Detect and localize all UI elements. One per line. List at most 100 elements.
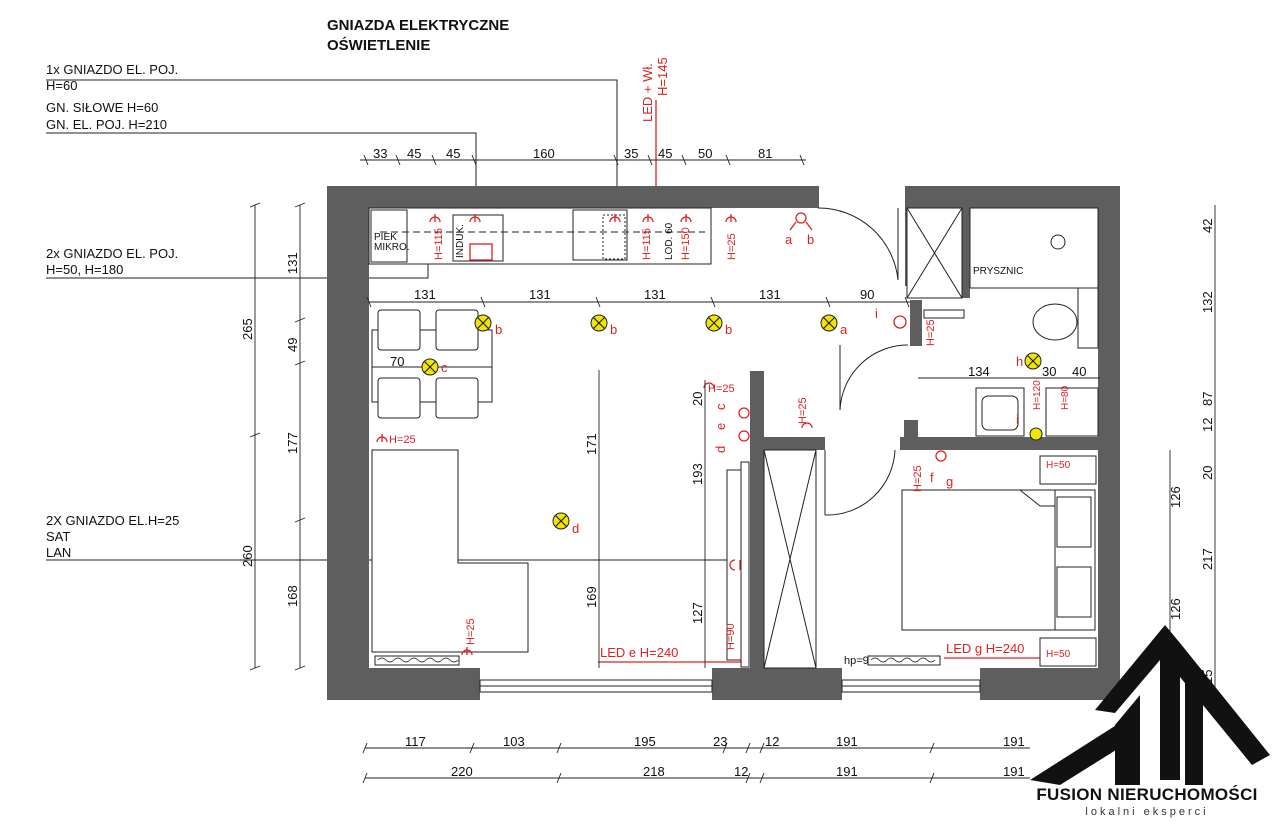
lamp-icon [820, 314, 838, 332]
switch-letter: i [875, 306, 878, 321]
dimension-right: 42 132 87 12 20 126 217 126 15 [1168, 205, 1216, 690]
tv-cabinet: H=90 [725, 449, 817, 669]
height-label: H=25 [465, 618, 477, 645]
lamp-letter: b [725, 322, 732, 337]
dim-label: 23 [713, 734, 727, 749]
lamp-letter: d [572, 521, 579, 536]
dim-label: 131 [529, 287, 551, 302]
dim-label: 45 [658, 146, 672, 161]
lamp-letter: h [1016, 354, 1023, 369]
legend-socket-single-height: H=60 [46, 78, 77, 93]
oven-label: PIEK [374, 232, 397, 243]
dim-label: 33 [373, 146, 387, 161]
lamp-icon [590, 314, 608, 332]
dim-label: 193 [690, 463, 705, 485]
dim-label: 70 [390, 354, 404, 369]
legend-socket-210: GN. EL. POJ. H=210 [46, 117, 167, 132]
lamp-icon [552, 512, 570, 530]
dim-label: 12 [1200, 418, 1215, 432]
led-g-label: LED g H=240 [946, 641, 1024, 656]
dim-label: 45 [407, 146, 421, 161]
doors [817, 207, 909, 516]
dim-label: 20 [690, 392, 705, 406]
height-label: H=50 [1046, 649, 1071, 660]
plan-title-line2: OŚWIETLENIE [327, 36, 430, 54]
dim-label: 12 [765, 734, 779, 749]
dim-label: 134 [968, 364, 990, 379]
dimension-left: 265 260 131 49 177 168 [240, 202, 306, 671]
legend-lan: LAN [46, 545, 71, 560]
height-label: H=25 [797, 397, 809, 424]
led-switch-label: LED + Wł. [640, 63, 655, 122]
led-switch-height: H=145 [655, 57, 670, 96]
dim-label: 50 [698, 146, 712, 161]
induction-label: INDUK. [455, 224, 466, 258]
lamp-letter: b [610, 322, 617, 337]
legend-tv-socket: 2X GNIAZDO EL.H=25 [46, 513, 179, 528]
brand-tagline: lokalni eksperci [1085, 806, 1209, 818]
dim-label: 90 [860, 287, 874, 302]
height-label: H=25 [726, 233, 738, 260]
dim-label: 127 [690, 602, 705, 624]
dimension-middle: 171 169 20 193 127 [584, 370, 706, 668]
dining-table: 70 [371, 309, 493, 419]
bathroom: PRYSZNIC H=120 H=80 i 134 30 40 [906, 207, 1100, 437]
dim-label: 131 [759, 287, 781, 302]
windows [479, 679, 981, 693]
switch-letter: f [930, 470, 934, 485]
height-label: H=25 [389, 434, 416, 446]
switch-letter: i [1016, 412, 1019, 427]
dim-label: 218 [643, 764, 665, 779]
dimension-top: 33 45 45 160 35 45 50 81 [360, 146, 806, 166]
dim-label: 217 [1200, 548, 1215, 570]
height-label: H=25 [912, 465, 924, 492]
height-label: H=120 [1032, 380, 1043, 410]
dim-label: 35 [624, 146, 638, 161]
dim-label: 103 [503, 734, 525, 749]
legend-socket-single: 1x GNIAZDO EL. POJ. [46, 62, 178, 77]
dim-label: 265 [240, 318, 255, 340]
dim-label: 20 [1200, 466, 1215, 480]
switch-letter: d [713, 446, 728, 453]
lamp-icon [705, 314, 723, 332]
legend-power-socket: GN. SIŁOWE H=60 [46, 100, 158, 115]
height-label: H=25 [925, 319, 937, 346]
dim-label: 171 [584, 433, 599, 455]
kitchen-counter: PIEK MIKRO. INDUK. LOD. 60 [368, 207, 712, 265]
dim-label: 87 [1200, 392, 1215, 406]
height-label: H=50 [1046, 460, 1071, 471]
dim-label: 132 [1200, 291, 1215, 313]
height-label: H=115 [433, 228, 445, 260]
kitchen-sockets: H=115 H=115 H=150 H=25 a b [429, 212, 814, 260]
dim-label: 177 [285, 432, 300, 454]
brand-name: FUSION NIERUCHOMOŚCI [1036, 785, 1258, 804]
dimension-bottom: 117 103 195 23 12 191 191 220 218 12 191… [362, 734, 1030, 784]
dim-label: 191 [1003, 764, 1025, 779]
leader-line [46, 79, 618, 225]
dim-label: 195 [634, 734, 656, 749]
dim-label: 131 [414, 287, 436, 302]
dim-label: 42 [1200, 219, 1215, 233]
plan-title-line1: GNIAZDA ELEKTRYCZNE [327, 17, 509, 34]
hall-switches: H=25 H=25 c e d i H=25 [703, 306, 937, 453]
dim-label: 131 [285, 252, 300, 274]
legend-double-socket-heights: H=50, H=180 [46, 262, 123, 277]
dim-label: 191 [1003, 734, 1025, 749]
height-label: H=150 [680, 227, 692, 260]
living-sockets: H=25 H=25 [374, 434, 477, 666]
lamp-letter: b [495, 322, 502, 337]
switch-letter: e [713, 423, 728, 430]
bed: H=50 H=50 hp=95 [844, 455, 1097, 667]
height-label: H=80 [1060, 385, 1071, 410]
switch-letter: c [713, 403, 728, 410]
dim-label: 260 [240, 545, 255, 567]
led-e-label: LED e H=240 [600, 645, 678, 660]
brand-logo [1030, 625, 1270, 785]
dim-label: 81 [758, 146, 772, 161]
dim-label: 131 [644, 287, 666, 302]
shower-label: PRYSZNIC [973, 266, 1023, 277]
dim-label: 191 [836, 734, 858, 749]
dim-label: 160 [533, 146, 555, 161]
dim-label: 45 [446, 146, 460, 161]
